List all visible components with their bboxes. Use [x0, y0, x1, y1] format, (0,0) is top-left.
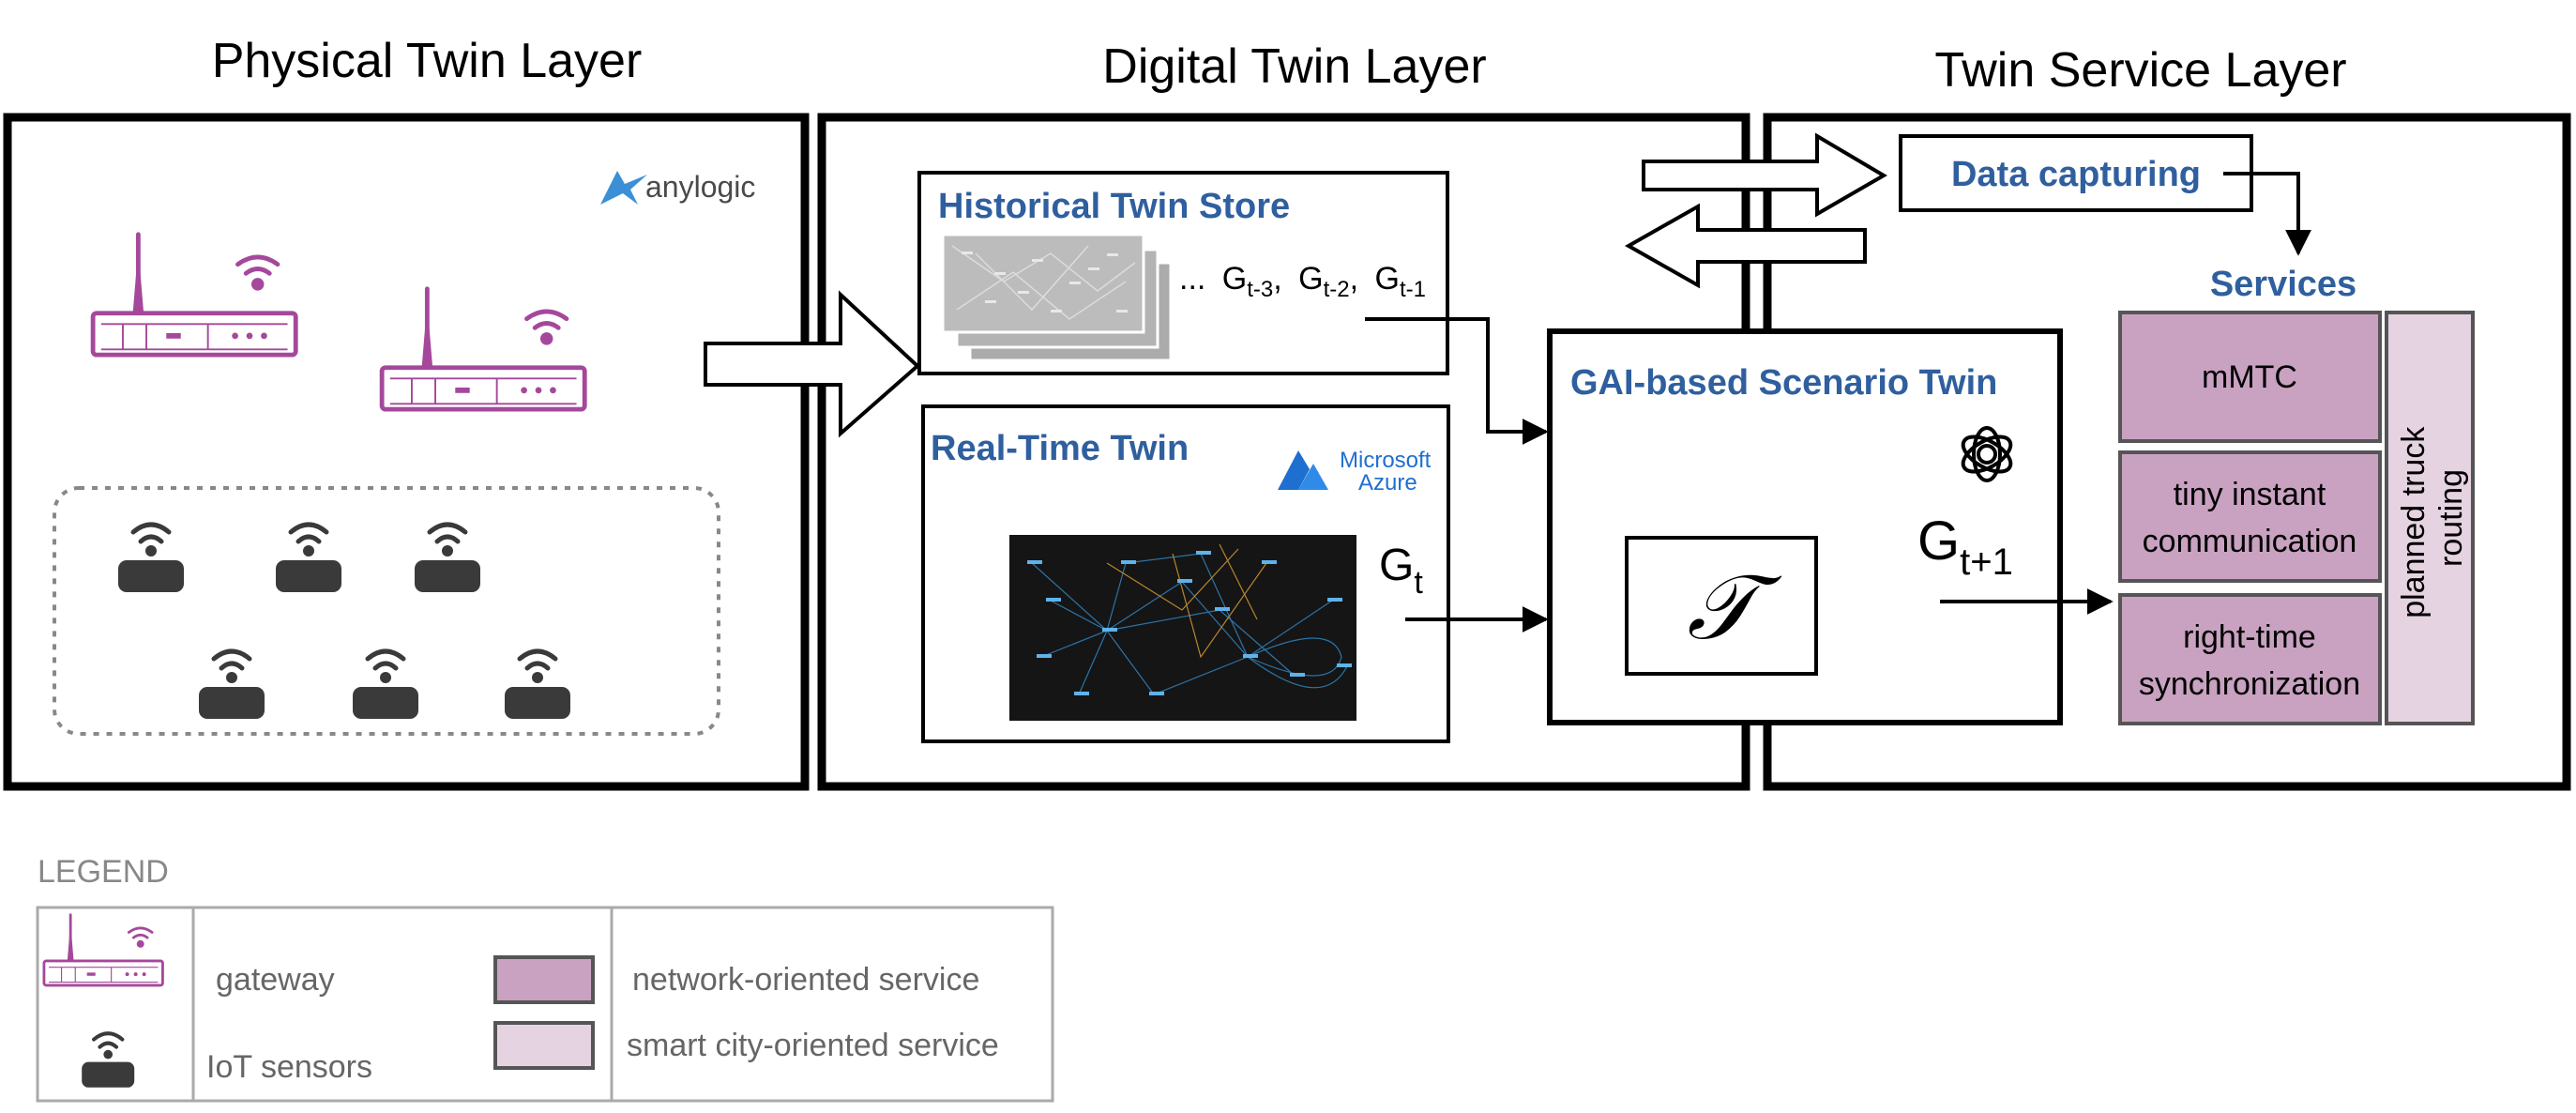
seq-sub1: t-3	[1247, 277, 1273, 302]
iot-sensor-icon	[353, 651, 418, 719]
physical-layer-frame	[3, 113, 810, 791]
service-right-time-line2: synchronization	[2139, 666, 2360, 702]
digital-layer-title: Digital Twin Layer	[1102, 39, 1486, 94]
legend-city-label: smart city-oriented service	[627, 1028, 999, 1063]
iot-sensor-cluster	[53, 486, 720, 736]
real-time-graph-image	[1009, 535, 1356, 721]
azure-logo-line1: Microsoft	[1340, 448, 1432, 473]
openai-icon	[1961, 426, 2013, 482]
gt1-symbol: G	[1917, 511, 1960, 572]
legend-network-label: network-oriented service	[632, 962, 979, 998]
service-layer-title: Twin Service Layer	[1934, 43, 2346, 98]
scenario-twin-title: GAI-based Scenario Twin	[1570, 363, 1997, 403]
data-capturing-label: Data capturing	[1951, 155, 2201, 194]
current-graph-label: Gt	[1379, 541, 1423, 601]
history-to-scenario-arrow	[1365, 317, 1549, 445]
router-icon	[382, 289, 584, 409]
service-tiny-instant-line2: communication	[2143, 524, 2357, 559]
legend-gateway-label: gateway	[216, 962, 335, 998]
historical-twin-store-title: Historical Twin Store	[938, 187, 1290, 226]
service-planned-truck-routing-label: planned truck routing	[2396, 418, 2469, 618]
seq-sub2: t-2	[1324, 277, 1350, 302]
physical-layer-title: Physical Twin Layer	[212, 34, 643, 88]
iot-sensor-icon	[118, 525, 184, 592]
transformer-model-box	[1625, 536, 1818, 676]
anylogic-logo-text: anylogic	[645, 170, 755, 204]
legend-city-swatch	[493, 1021, 595, 1070]
service-mmtc	[2118, 311, 2382, 443]
data-capturing-box	[1899, 134, 2253, 212]
seq-sub3: t-1	[1400, 277, 1426, 302]
anylogic-icon: anylogic	[600, 170, 755, 205]
gt1-subscript: t+1	[1960, 541, 2013, 583]
service-to-digital-arrow	[1624, 203, 1867, 289]
legend-title: LEGEND	[38, 854, 169, 890]
service-right-time-line1: right-time	[2183, 619, 2316, 655]
physical-to-digital-arrow	[704, 290, 920, 438]
gt-symbol: G	[1379, 541, 1414, 590]
service-tiny-instant	[2118, 450, 2382, 583]
historical-graph-stack	[941, 233, 1173, 362]
azure-logo-line2: Azure	[1358, 470, 1417, 496]
routing-line1: planned truck	[2396, 426, 2432, 618]
seq-sep2: ,	[1350, 261, 1358, 297]
iot-sensor-icon	[276, 525, 341, 592]
iot-sensor-icon	[505, 651, 570, 719]
service-right-time	[2118, 593, 2382, 725]
iot-sensor-icon	[415, 525, 480, 592]
capturing-to-services-arrow	[2223, 172, 2311, 256]
azure-icon: Microsoft Azure	[1278, 448, 1432, 496]
legend-network-swatch	[493, 955, 595, 1004]
services-title: Services	[2210, 265, 2356, 304]
legend-iot-label: IoT sensors	[206, 1049, 372, 1085]
service-mmtc-label: mMTC	[2202, 359, 2297, 395]
next-graph-label: Gt+1	[1917, 511, 2013, 583]
real-time-twin-title: Real-Time Twin	[931, 429, 1189, 468]
seq-g2: G	[1298, 261, 1323, 297]
historical-sequence-label: ... Gt-3, Gt-2, Gt-1	[1179, 261, 1426, 302]
service-tiny-instant-line1: tiny instant	[2174, 477, 2326, 512]
digital-to-service-arrow	[1642, 132, 1887, 218]
seq-dots: ...	[1179, 261, 1205, 297]
gt-subscript: t	[1414, 565, 1423, 601]
iot-sensor-icon	[199, 651, 265, 719]
seq-sep1: ,	[1273, 261, 1281, 297]
routing-line2: routing	[2433, 469, 2469, 567]
service-planned-truck-routing	[2385, 311, 2475, 725]
seq-g3: G	[1375, 261, 1400, 297]
router-icon	[93, 235, 295, 355]
seq-g1: G	[1222, 261, 1247, 297]
